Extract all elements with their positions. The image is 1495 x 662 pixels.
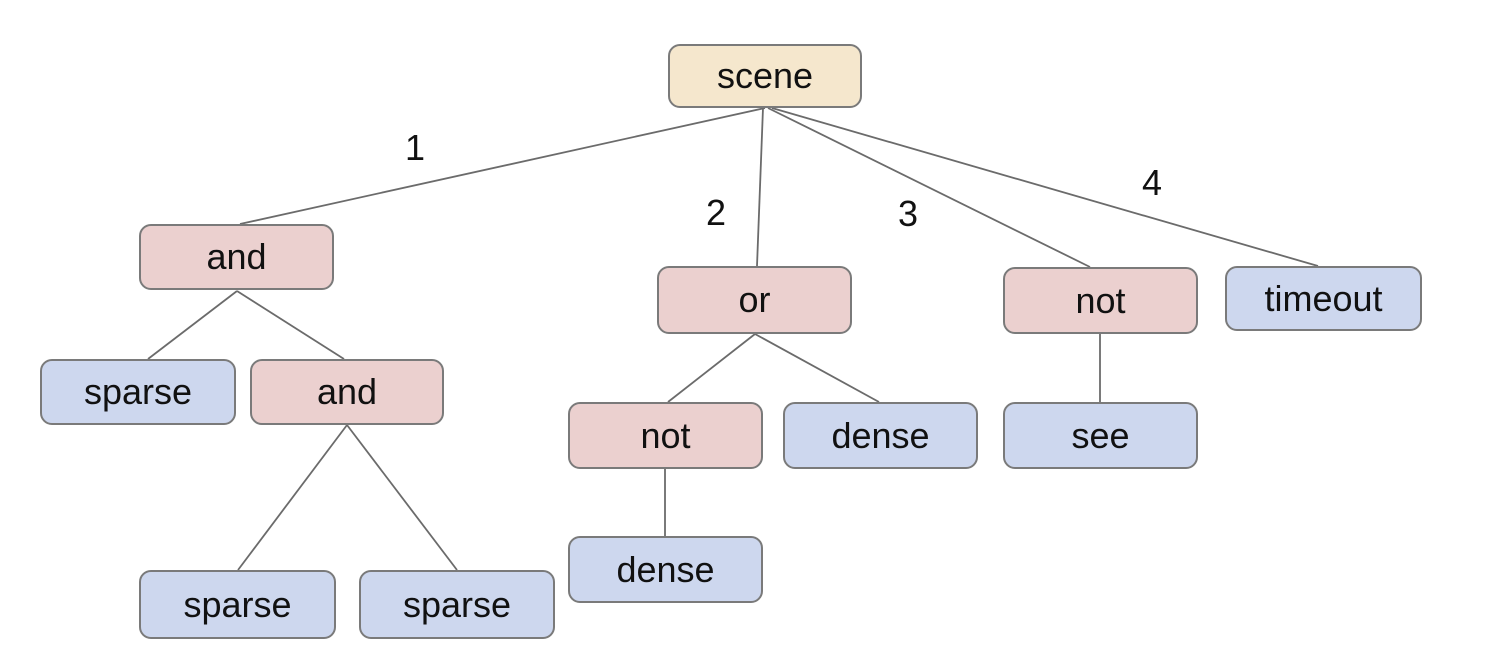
tree-node-sparse-2: sparse [139,570,336,639]
edge-scene-to-and-1 [239,107,766,225]
edge-label-4: 4 [1141,162,1163,203]
tree-node-label-see-1: see [1071,414,1130,456]
tree-node-and-1: and [139,224,334,290]
tree-node-scene: scene [668,44,862,108]
tree-node-label-sparse-3: sparse [402,583,512,625]
tree-node-and-2: and [250,359,444,425]
edge-or-1-to-dense-1 [754,333,880,403]
edge-and-2-to-sparse-3 [346,424,458,571]
tree-node-label-sparse-2: sparse [183,583,292,625]
edge-scene-to-or-1 [756,107,764,267]
tree-node-see-1: see [1003,402,1198,469]
edge-and-1-to-sparse-1 [147,290,238,360]
tree-node-label-scene: scene [716,55,814,96]
tree-node-sparse-3: sparse [359,570,555,639]
tree-node-or-1: or [657,266,852,334]
tree-node-label-not-2: not [640,414,691,456]
tree-node-label-sparse-1: sparse [83,371,193,412]
tree-node-timeout-1: timeout [1225,266,1422,331]
edge-scene-to-not-1 [767,107,1091,268]
edge-scene-to-timeout-1 [771,107,1319,267]
tree-node-dense-2: dense [568,536,763,603]
edge-or-1-to-not-2 [667,333,756,403]
edge-label-1: 1 [404,127,426,168]
tree-node-label-or-1: or [738,279,771,320]
tree-node-label-not-1: not [1075,279,1126,321]
tree-node-label-and-1: and [206,236,267,277]
edge-label-2: 2 [705,192,727,233]
edge-and-1-to-and-2 [236,290,345,360]
edge-and-2-to-sparse-2 [237,424,348,571]
edge-label-3: 3 [897,193,919,234]
tree-node-label-dense-2: dense [616,548,715,590]
tree-node-label-and-2: and [316,371,378,412]
tree-node-sparse-1: sparse [40,359,236,425]
tree-node-label-timeout-1: timeout [1264,277,1383,319]
tree-node-label-dense-1: dense [831,414,930,456]
tree-node-not-1: not [1003,267,1198,334]
tree-node-dense-1: dense [783,402,978,469]
tree-node-not-2: not [568,402,763,469]
